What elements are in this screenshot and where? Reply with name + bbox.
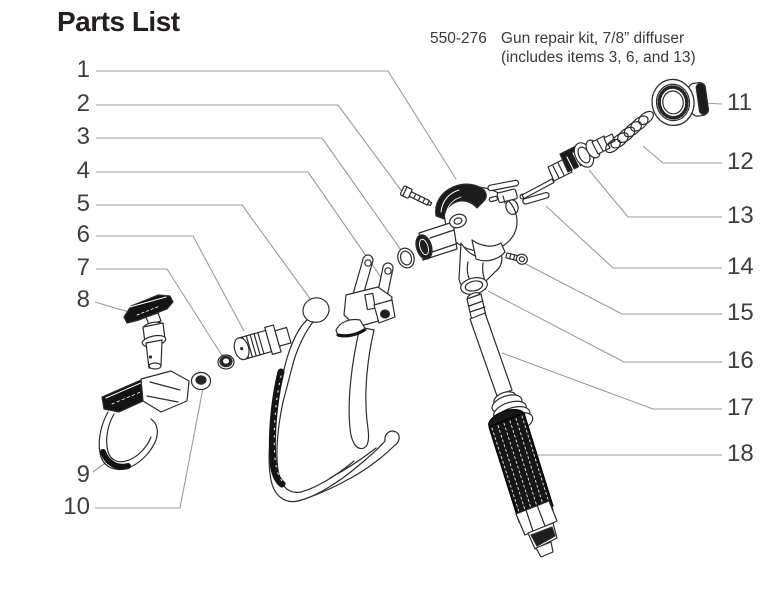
leader-line-4 bbox=[96, 171, 390, 290]
leader-line-12 bbox=[642, 145, 722, 164]
callout-11: 11 bbox=[727, 88, 752, 116]
trigger-drawing bbox=[335, 254, 396, 450]
kit-note: 550-276 Gun repair kit, 7/8” diffuser (i… bbox=[430, 29, 696, 67]
callout-13: 13 bbox=[727, 201, 754, 229]
callout-4: 4 bbox=[76, 156, 90, 184]
spring-drawing bbox=[605, 110, 654, 154]
callout-3: 3 bbox=[76, 122, 90, 150]
pins-drawing bbox=[487, 179, 550, 205]
callout-8: 8 bbox=[76, 285, 90, 313]
leader-line-6 bbox=[96, 235, 245, 332]
seal-washer-drawing bbox=[217, 354, 235, 370]
tip-guard-drawing bbox=[98, 370, 190, 471]
kit-part-number: 550-276 bbox=[430, 30, 487, 47]
callout-18: 18 bbox=[727, 439, 754, 467]
leader-line-7 bbox=[96, 268, 224, 358]
kit-includes: (includes items 3, 6, and 13) bbox=[501, 49, 696, 66]
callout-5: 5 bbox=[76, 189, 90, 217]
filter-tube-drawing bbox=[466, 292, 513, 397]
leader-line-15 bbox=[519, 260, 722, 315]
o-ring-drawing bbox=[397, 247, 415, 269]
leader-line-2 bbox=[96, 104, 404, 194]
callout-6: 6 bbox=[76, 220, 90, 248]
leader-line-1 bbox=[96, 70, 457, 180]
callout-15: 15 bbox=[727, 298, 754, 326]
callout-1: 1 bbox=[76, 55, 90, 83]
screw-drawing bbox=[399, 185, 433, 207]
callout-2: 2 bbox=[76, 89, 90, 117]
callout-10: 10 bbox=[63, 492, 90, 520]
set-screw-drawing bbox=[505, 252, 528, 265]
callout-16: 16 bbox=[727, 346, 754, 374]
trigger-guard-drawing bbox=[268, 297, 400, 503]
callout-7: 7 bbox=[76, 253, 90, 281]
callout-9: 9 bbox=[76, 460, 90, 488]
spray-tip-drawing bbox=[123, 294, 174, 370]
callout-17: 17 bbox=[727, 393, 754, 421]
leader-lines bbox=[92, 70, 723, 509]
leader-line-14 bbox=[545, 205, 722, 269]
leader-line-16 bbox=[487, 290, 722, 363]
page-title: Parts List bbox=[57, 6, 180, 37]
leader-line-17 bbox=[501, 352, 722, 410]
kit-description: Gun repair kit, 7/8” diffuser bbox=[500, 30, 685, 47]
callout-14: 14 bbox=[727, 252, 754, 280]
leader-line-10 bbox=[95, 387, 204, 509]
leader-line-13 bbox=[588, 169, 722, 218]
leader-line-5 bbox=[96, 204, 312, 301]
seat-grommet-drawing bbox=[190, 371, 212, 391]
diffuser-drawing bbox=[233, 324, 292, 361]
handle-grip-drawing bbox=[488, 391, 558, 558]
retainer-cap-drawing bbox=[651, 78, 710, 127]
valve-assembly-drawing bbox=[519, 133, 616, 200]
callout-12: 12 bbox=[727, 147, 754, 175]
leader-line-3 bbox=[96, 137, 402, 251]
